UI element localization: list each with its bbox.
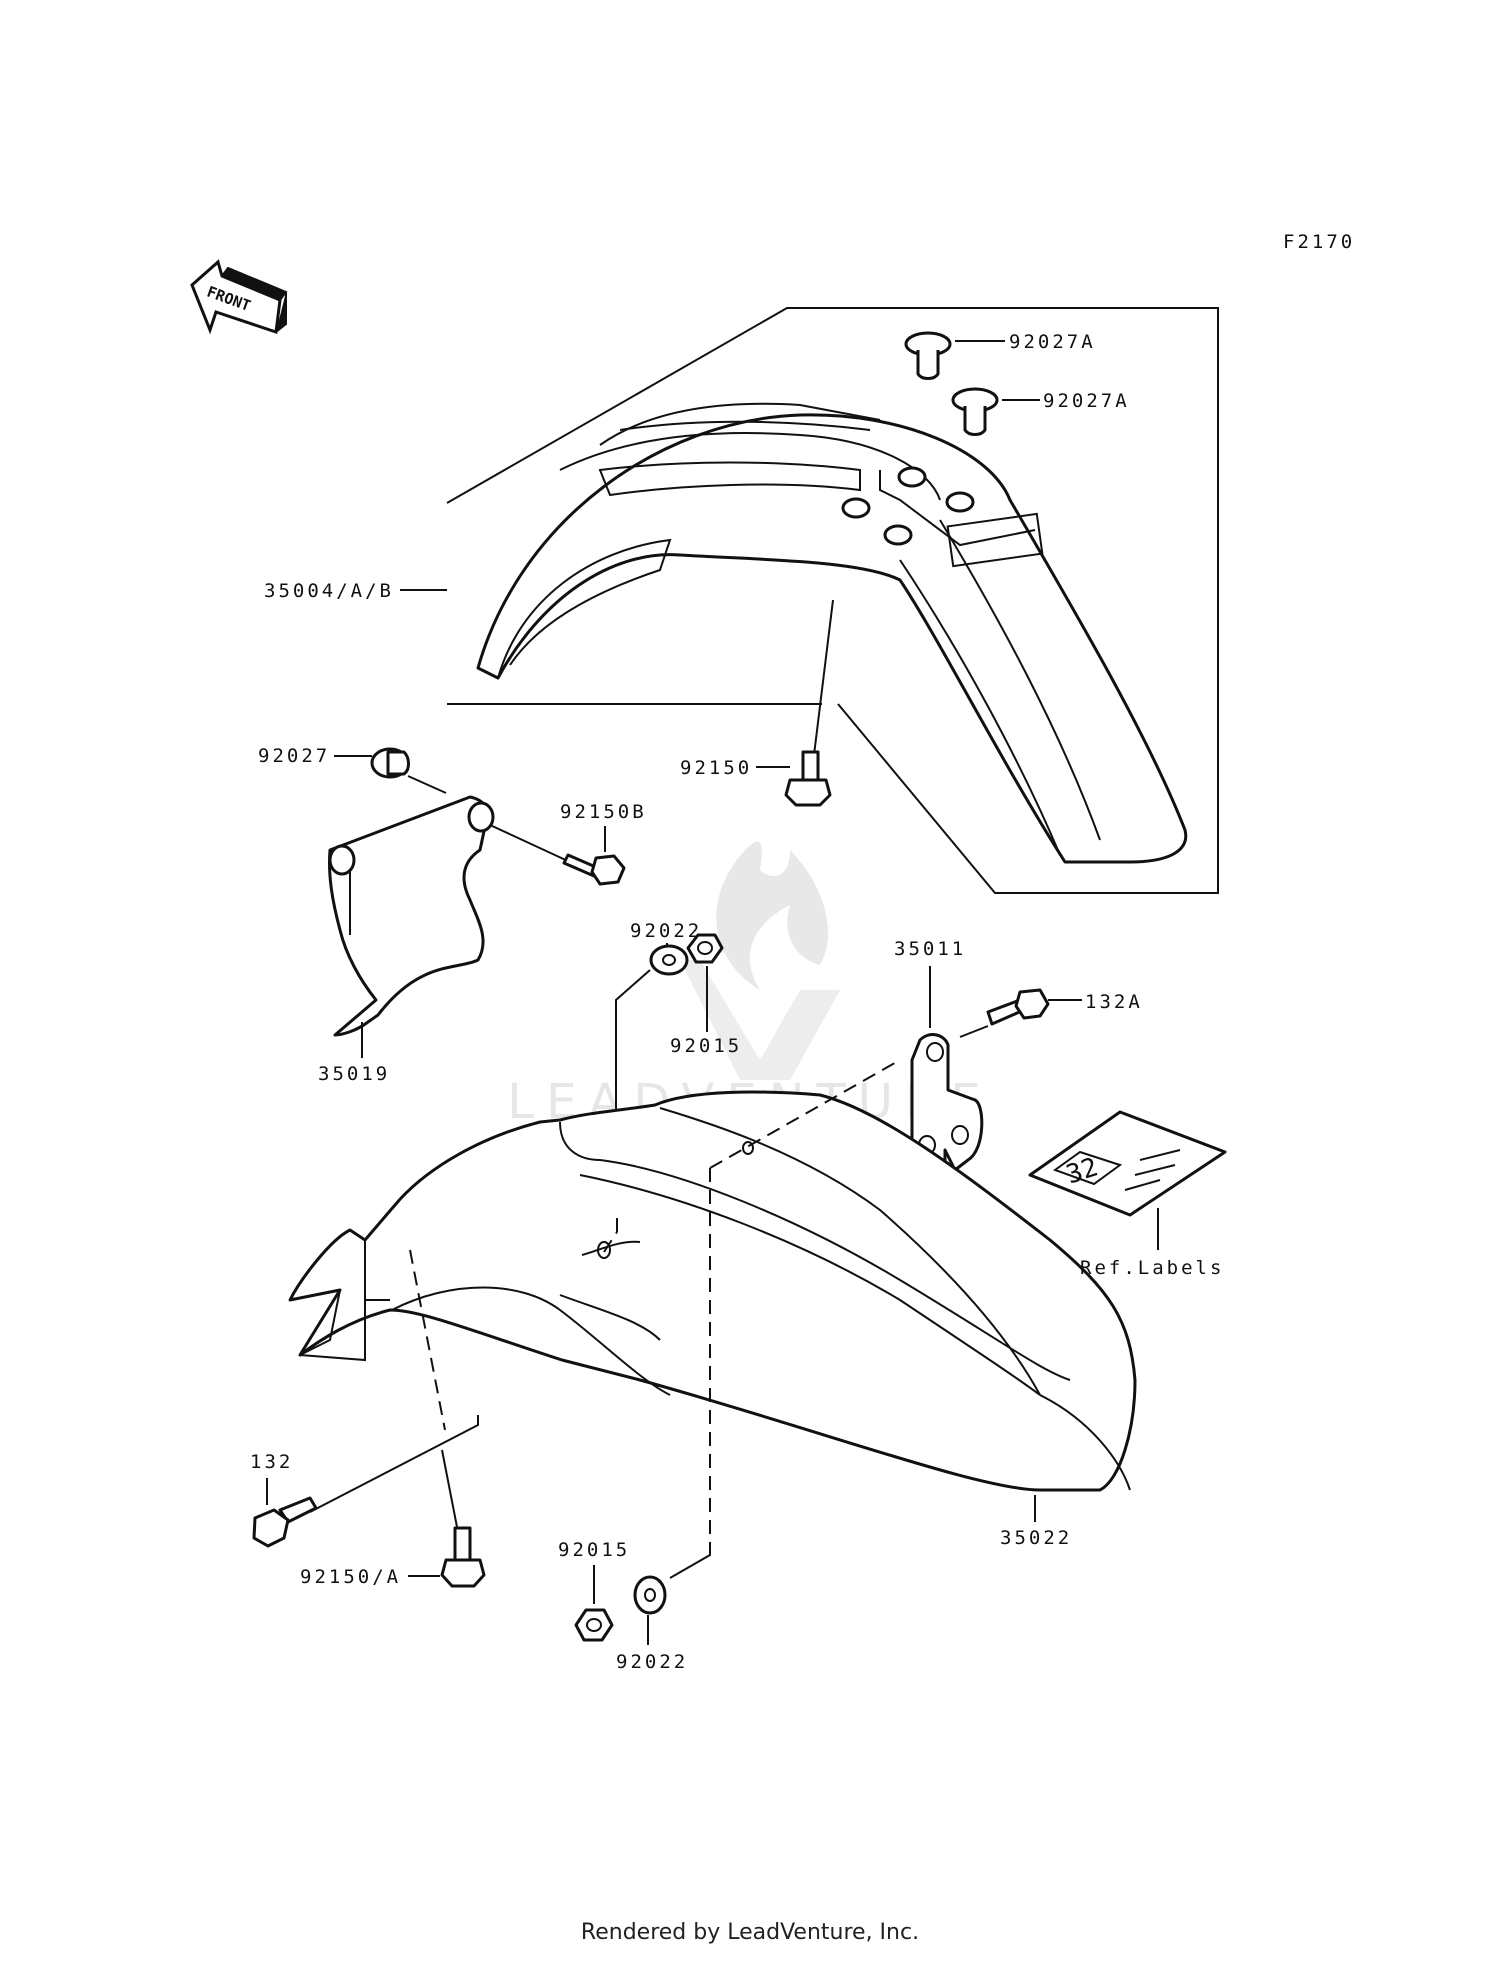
rear-fender-35022 — [288, 1090, 1137, 1492]
grommet-92027a-1 — [904, 331, 952, 380]
callout-guard: 35019 — [318, 1063, 390, 1085]
nut-92015-upper — [686, 933, 724, 964]
screw-92150a — [440, 1526, 486, 1588]
front-fender — [476, 402, 1188, 864]
mount-hole-1 — [897, 466, 927, 488]
footer-credit: Rendered by LeadVenture, Inc. — [580, 1920, 920, 1945]
callout-bolt-132: 132 — [250, 1451, 293, 1473]
guard-35019 — [328, 795, 495, 1037]
callout-grommet: 92027 — [258, 745, 330, 767]
callout-screw-92150b: 92150B — [560, 801, 647, 823]
callout-grommet-a-1: 92027A — [1009, 331, 1096, 353]
washer-92022-upper — [649, 944, 689, 976]
ref-label-plate: 32 — [1028, 1110, 1227, 1217]
callout-bolt-132a: 132A — [1085, 991, 1143, 1013]
callout-grommet-a-2: 92027A — [1043, 390, 1130, 412]
callout-screw-92150: 92150 — [680, 757, 752, 779]
callout-nut-lower: 92015 — [558, 1539, 630, 1561]
bolt-132 — [252, 1496, 318, 1548]
front-arrow-icon: FRONT — [190, 259, 288, 335]
figure-code: F2170 — [1283, 231, 1355, 253]
washer-92022-lower — [633, 1575, 667, 1615]
nut-92015-lower — [574, 1608, 614, 1642]
fender-assy-box — [446, 307, 1219, 894]
screw-92150b — [562, 853, 626, 886]
callout-rear-fender: 35022 — [1000, 1527, 1072, 1549]
callout-bracket: 35011 — [894, 938, 966, 960]
grommet-92027 — [370, 747, 410, 779]
grommet-92027a-2 — [951, 387, 999, 436]
screw-92150 — [784, 750, 832, 807]
mount-hole-3 — [883, 524, 913, 546]
callout-washer-upper: 92022 — [630, 920, 702, 942]
watermark-logo — [680, 841, 840, 1080]
callout-fender-assy: 35004/A/B — [264, 580, 394, 602]
callout-labels: Ref.Labels — [1080, 1257, 1224, 1279]
mount-hole-4 — [945, 491, 975, 513]
callout-nut-upper: 92015 — [670, 1035, 742, 1057]
bolt-132a — [986, 988, 1050, 1026]
mount-hole-2 — [841, 497, 871, 519]
callout-washer-lower: 92022 — [616, 1651, 688, 1673]
callout-screw-92150a: 92150/A — [300, 1566, 401, 1588]
